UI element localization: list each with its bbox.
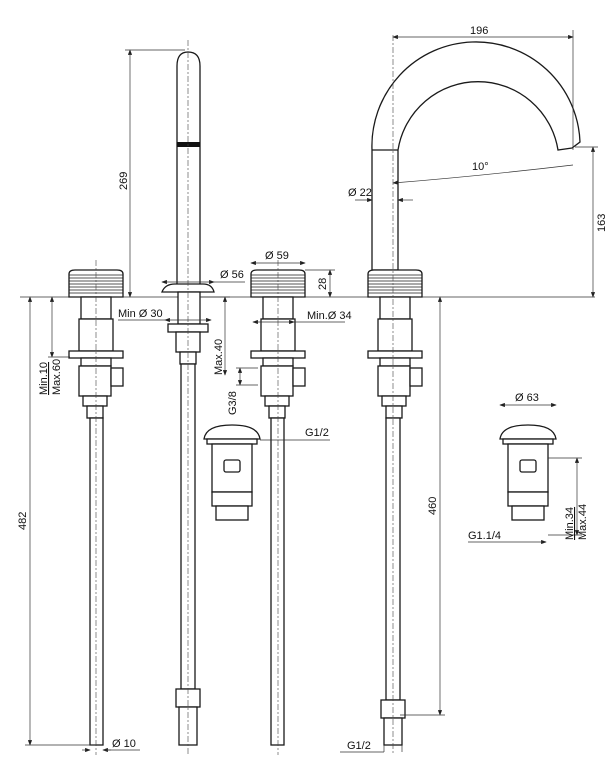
left-valve <box>68 260 124 755</box>
dim-drain-max-44: Max.44 <box>577 504 589 540</box>
dim-drain-thread-right: G1.1/4 <box>468 530 501 542</box>
dim-spout-clearance: 163 <box>596 214 608 232</box>
dim-deck-min-10: Min.10 <box>38 362 50 395</box>
dim-handle-height: 28 <box>317 278 329 290</box>
dim-deck-max-40: Max.40 <box>213 339 225 375</box>
dim-drain-63: Ø 63 <box>515 392 539 404</box>
dim-handle-59: Ø 59 <box>265 250 289 262</box>
spout-side-view <box>161 40 215 755</box>
dim-hose-diameter: Ø 10 <box>112 738 136 750</box>
dim-spout-angle: 10° <box>472 161 489 173</box>
dim-drain-thread-left: G1/2 <box>305 427 329 439</box>
dim-base-56: Ø 56 <box>220 269 244 281</box>
dim-deck-max-60: Max.60 <box>51 359 63 395</box>
dim-valve-outlet: G3/8 <box>227 391 239 415</box>
dim-hole-min-34: Min.Ø 34 <box>307 310 352 322</box>
dim-hose-thread-bottom: G1/2 <box>347 740 371 752</box>
drain-left <box>203 424 261 521</box>
dim-hose-482: 482 <box>17 512 29 530</box>
dim-spout-height: 269 <box>118 172 130 190</box>
dim-hose-460: 460 <box>427 497 439 515</box>
right-valve <box>250 260 306 755</box>
dim-hole-min-30: Min Ø 30 <box>118 308 163 320</box>
spout-front-view <box>367 35 581 755</box>
dim-spout-diameter: Ø 22 <box>348 187 372 199</box>
drain-right <box>499 424 557 521</box>
dim-spout-width: 196 <box>470 25 488 37</box>
dim-drain-min-34: Min.34 <box>564 507 576 540</box>
